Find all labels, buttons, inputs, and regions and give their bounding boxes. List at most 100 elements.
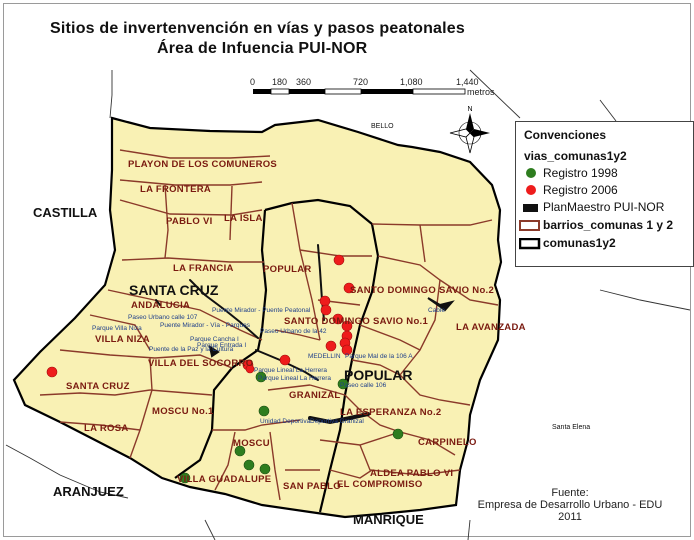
green-point: [259, 463, 271, 475]
barrio-label: PLAYON DE LOS COMUNEROS: [128, 159, 278, 170]
scale-tick-label: 1,080: [400, 77, 423, 87]
green-point: [337, 378, 349, 390]
green-point: [179, 472, 191, 484]
site-label: Puente Mirador - Puente Peatonal: [212, 307, 311, 314]
site-label: Paseo Urbano calle 107: [128, 314, 198, 321]
site-label: Unidad Deportiva: [260, 418, 311, 425]
scale-bar: [253, 88, 466, 95]
scale-tick-label: 720: [353, 77, 369, 87]
region-label-popular: POPULAR: [344, 367, 413, 383]
plan-maestro-patches: [155, 244, 455, 425]
site-label: MEDELLIN: [308, 353, 341, 360]
scale-tick-label: 0: [250, 77, 256, 87]
barrio-label: SANTO DOMINGO SAVIO No.1: [284, 316, 429, 327]
red-point: [320, 304, 332, 316]
green-point: [234, 445, 246, 457]
barrio-label: PABLO VI: [166, 216, 213, 227]
barrio-label: LA ROSA: [84, 423, 129, 434]
site-label: Parque Lineal La Herrera: [254, 367, 327, 374]
black-patch-icon: [523, 204, 538, 212]
site-label: Parque Mal de la 106 A: [345, 353, 413, 360]
barrio-label: VILLA DEL SOCORRO: [148, 358, 254, 369]
site-label: Cable: [428, 307, 445, 314]
barrio-label: SANTA CRUZ: [66, 381, 130, 392]
legend-item-label: Registro 2006: [543, 183, 618, 197]
legend-item-label: PlanMaestro PUI-NOR: [543, 200, 665, 214]
site-label: Parque Entrada I: [197, 342, 247, 349]
barrio-label: EL COMPROMISO: [337, 479, 423, 490]
source-note: Fuente: Empresa de Desarrollo Urbano - E…: [465, 487, 675, 523]
red-point: [46, 366, 58, 378]
svg-text:N: N: [467, 106, 472, 113]
legend-layer-label: comunas1y2: [543, 236, 616, 250]
barrio-label: GRANIZAL: [289, 390, 341, 401]
barrio-label: ANDALUCIA: [131, 300, 191, 311]
barrio-borders: [39, 149, 499, 501]
region-label-castilla: CASTILLA: [33, 205, 98, 220]
barrio-label: SANTO DOMINGO SAVIO No.2: [350, 285, 495, 296]
black-outline-icon: [519, 238, 541, 250]
source-line: 2011: [558, 511, 582, 523]
barrio-label: MOSCU: [233, 438, 270, 449]
site-label: Paseo calle 106: [340, 382, 387, 389]
scale-tick-label: 1,440: [456, 77, 479, 87]
barrio-label: POPULAR: [263, 264, 312, 275]
map-legend: Convenciones vias_comunas1y2 Registro 19…: [515, 121, 694, 267]
red-point: [333, 254, 345, 266]
red-point: [341, 344, 353, 356]
site-label: Puente de la Paz y la Cultura: [149, 346, 234, 353]
barrio-label: LA FRONTERA: [140, 184, 212, 195]
source-line: Fuente:: [551, 487, 589, 499]
barrio-label: LA AVANZADA: [456, 322, 526, 333]
source-line: Empresa de Desarrollo Urbano - EDU: [477, 499, 663, 511]
red-point: [343, 282, 355, 294]
site-label: Parque Villa Niza: [92, 325, 142, 332]
scale-tick-label: 360: [296, 77, 312, 87]
scale-unit: metros: [467, 87, 495, 97]
scale-tick-label: 180: [272, 77, 288, 87]
context-boundaries: [5, 69, 691, 540]
barrio-label: SAN PABLO: [283, 481, 341, 492]
region-label-santa-cruz: SANTA CRUZ: [129, 282, 219, 298]
site-label: Parque Lineal La Herrera: [258, 375, 331, 382]
green-point: [392, 428, 404, 440]
site-label: Puente Mirador - Vía - Parques: [160, 322, 250, 329]
barrio-label: VILLA NIZA: [95, 334, 150, 345]
red-point: [325, 340, 337, 352]
green-point: [243, 459, 255, 471]
region-label-manrique: MANRIQUE: [353, 512, 424, 527]
green-dot-icon: [526, 168, 536, 178]
barrio-label: VILLA GUADALUPE: [177, 474, 272, 485]
legend-item-label: Registro 1998: [543, 166, 618, 180]
red-point: [332, 313, 344, 325]
red-dot-icon: [526, 185, 536, 195]
north-arrow-icon: N: [449, 106, 490, 154]
green-point: [255, 371, 267, 383]
red-point: [279, 354, 291, 366]
red-point: [319, 295, 331, 307]
comuna-divider: [174, 198, 380, 513]
red-point: [245, 364, 255, 374]
map-title: Sitios de invertenvención en vías y paso…: [50, 20, 465, 37]
barrio-label: LA ESPERANZA No.2: [340, 407, 442, 418]
points-registro-1998: [179, 371, 404, 484]
legend-subtitle: vias_comunas1y2: [524, 149, 627, 163]
region-label-santa-elena: Santa Elena: [552, 424, 591, 431]
barrio-label: ALDEA PABLO VI: [370, 468, 454, 479]
region-label-bello: BELLO: [371, 123, 394, 130]
green-point: [258, 405, 270, 417]
site-label: Parque Cancha I: [190, 336, 239, 343]
site-label: Paseo Urbano de la 42: [260, 328, 327, 335]
barrio-label: MOSCU No.1: [152, 406, 214, 417]
legend-layer-label: barrios_comunas 1 y 2: [543, 218, 674, 232]
barrio-label: LA FRANCIA: [173, 263, 234, 274]
brown-outline-icon: [519, 220, 540, 231]
barrio-label: LA ISLA: [224, 213, 263, 224]
site-label: Deportiva Granizal: [310, 418, 364, 425]
points-registro-2006: [46, 254, 355, 378]
legend-title: Convenciones: [524, 128, 607, 142]
barrio-label: CARPINELO: [418, 437, 477, 448]
map-subtitle: Área de Infuencia PUI-NOR: [157, 40, 368, 57]
region-label-aranjuez: ARANJUEZ: [53, 484, 124, 499]
